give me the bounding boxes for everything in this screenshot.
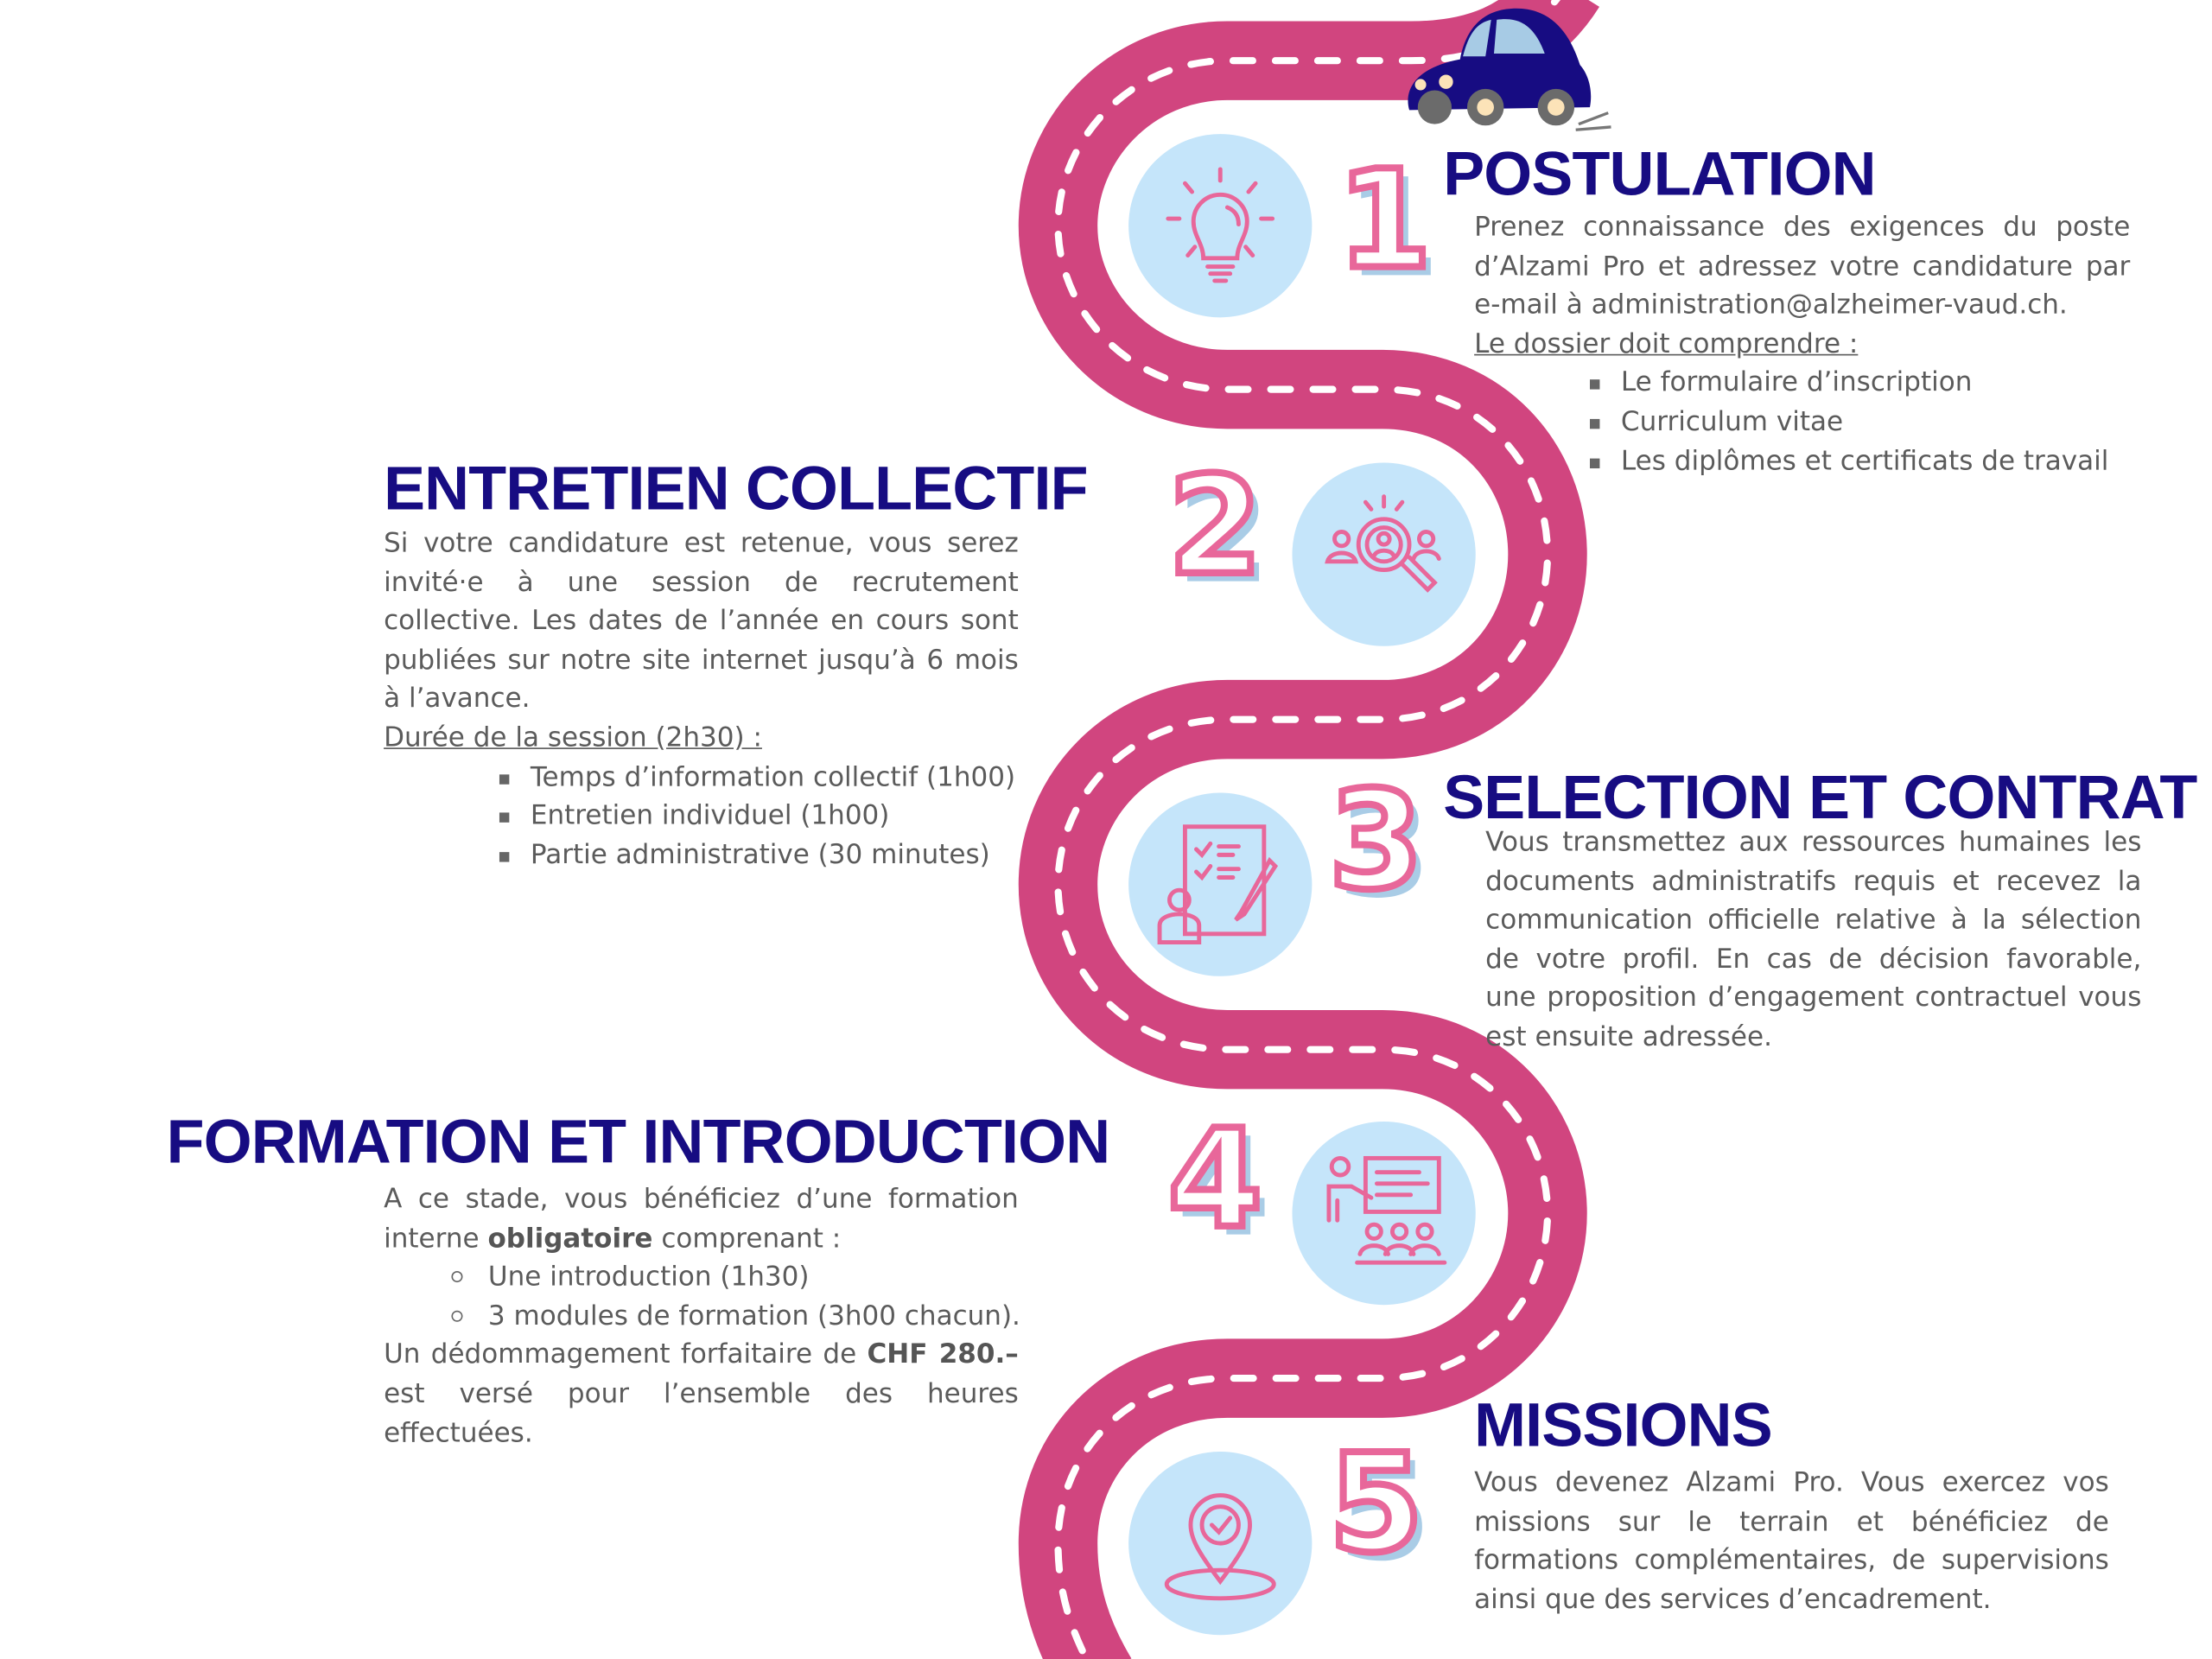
- list-item: Temps d’information collectif (1h00): [499, 759, 1019, 798]
- list-item: Curriculum vitae: [1589, 404, 2130, 442]
- checklist-person-icon: [1157, 824, 1279, 945]
- training-presentation-icon: [1326, 1155, 1447, 1265]
- step-5-paragraph: Vous devenez Alzami Pro. Vous exercez vo…: [1474, 1466, 2109, 1616]
- list-item: 3 modules de formation (3h00 chacun).: [451, 1298, 1020, 1337]
- step-1-body: Prenez connaissance des exigences du pos…: [1474, 209, 2130, 481]
- step-3-title: SELECTION ET CONTRAT: [1443, 763, 2197, 833]
- list-item: Une introduction (1h30): [451, 1259, 1019, 1298]
- list-item: Partie administrative (30 minutes): [499, 836, 1019, 875]
- step-3-number: 3: [1325, 761, 1427, 920]
- list-item: Le formulaire d’inscription: [1589, 365, 2130, 404]
- step-4-number: 4: [1165, 1100, 1266, 1259]
- step-1-number: 1: [1334, 141, 1435, 300]
- step-5-icon-circle: [1128, 1451, 1313, 1636]
- step-2-paragraph: Si votre candidature est retenue, vous s…: [384, 527, 1019, 715]
- step-3-paragraph: Vous transmettez aux ressources humaines…: [1485, 826, 2142, 1052]
- step-5-number: 5: [1325, 1424, 1427, 1583]
- step-1-list-title: Le dossier doit comprendre :: [1474, 328, 1859, 359]
- step-5-body: Vous devenez Alzami Pro. Vous exercez vo…: [1474, 1465, 2109, 1620]
- step-2-number: 2: [1165, 447, 1266, 606]
- step-4-intro: A ce stade, vous bénéficiez d’une format…: [384, 1181, 1019, 1259]
- bold-text: obligatoire: [487, 1222, 653, 1254]
- step-5-title: MISSIONS: [1474, 1390, 1773, 1460]
- bold-text: CHF 280.–: [867, 1338, 1019, 1370]
- step-3-body: Vous transmettez aux ressources humaines…: [1485, 823, 2141, 1057]
- step-4-body: A ce stade, vous bénéficiez d’une format…: [384, 1181, 1020, 1453]
- step-2-title: ENTRETIEN COLLECTIF: [384, 454, 1088, 524]
- text: Un dédommagement forfaitaire de: [384, 1338, 868, 1370]
- lightbulb-icon: [1166, 167, 1275, 283]
- step-4-icon-circle: [1292, 1121, 1476, 1306]
- step-1-paragraph: Prenez connaissance des exigences du pos…: [1474, 211, 2131, 321]
- step-2-icon-circle: [1292, 462, 1476, 646]
- step-3-icon-circle: [1128, 792, 1313, 976]
- text: A ce stade, vous bénéficiez d’une format…: [384, 1183, 1019, 1254]
- text: est versé pour l’ensemble des heures eff…: [384, 1378, 1019, 1449]
- text: comprenant :: [652, 1222, 842, 1254]
- car-icon: [1408, 8, 1611, 131]
- step-4-outro: Un dédommagement forfaitaire de CHF 280.…: [384, 1337, 1019, 1453]
- step-2-body: Si votre candidature est retenue, vous s…: [384, 524, 1019, 874]
- list-item: Entretien individuel (1h00): [499, 798, 1019, 836]
- step-2-list-title: Durée de la session (2h30) :: [384, 721, 762, 753]
- step-1-title: POSTULATION: [1443, 139, 1876, 209]
- group-search-icon: [1325, 494, 1441, 593]
- step-1-icon-circle: [1128, 134, 1313, 318]
- list-item: Les diplômes et certificats de travail: [1589, 442, 2130, 481]
- location-check-icon: [1164, 1493, 1276, 1601]
- step-4-title: FORMATION ET INTRODUCTION: [166, 1107, 1110, 1177]
